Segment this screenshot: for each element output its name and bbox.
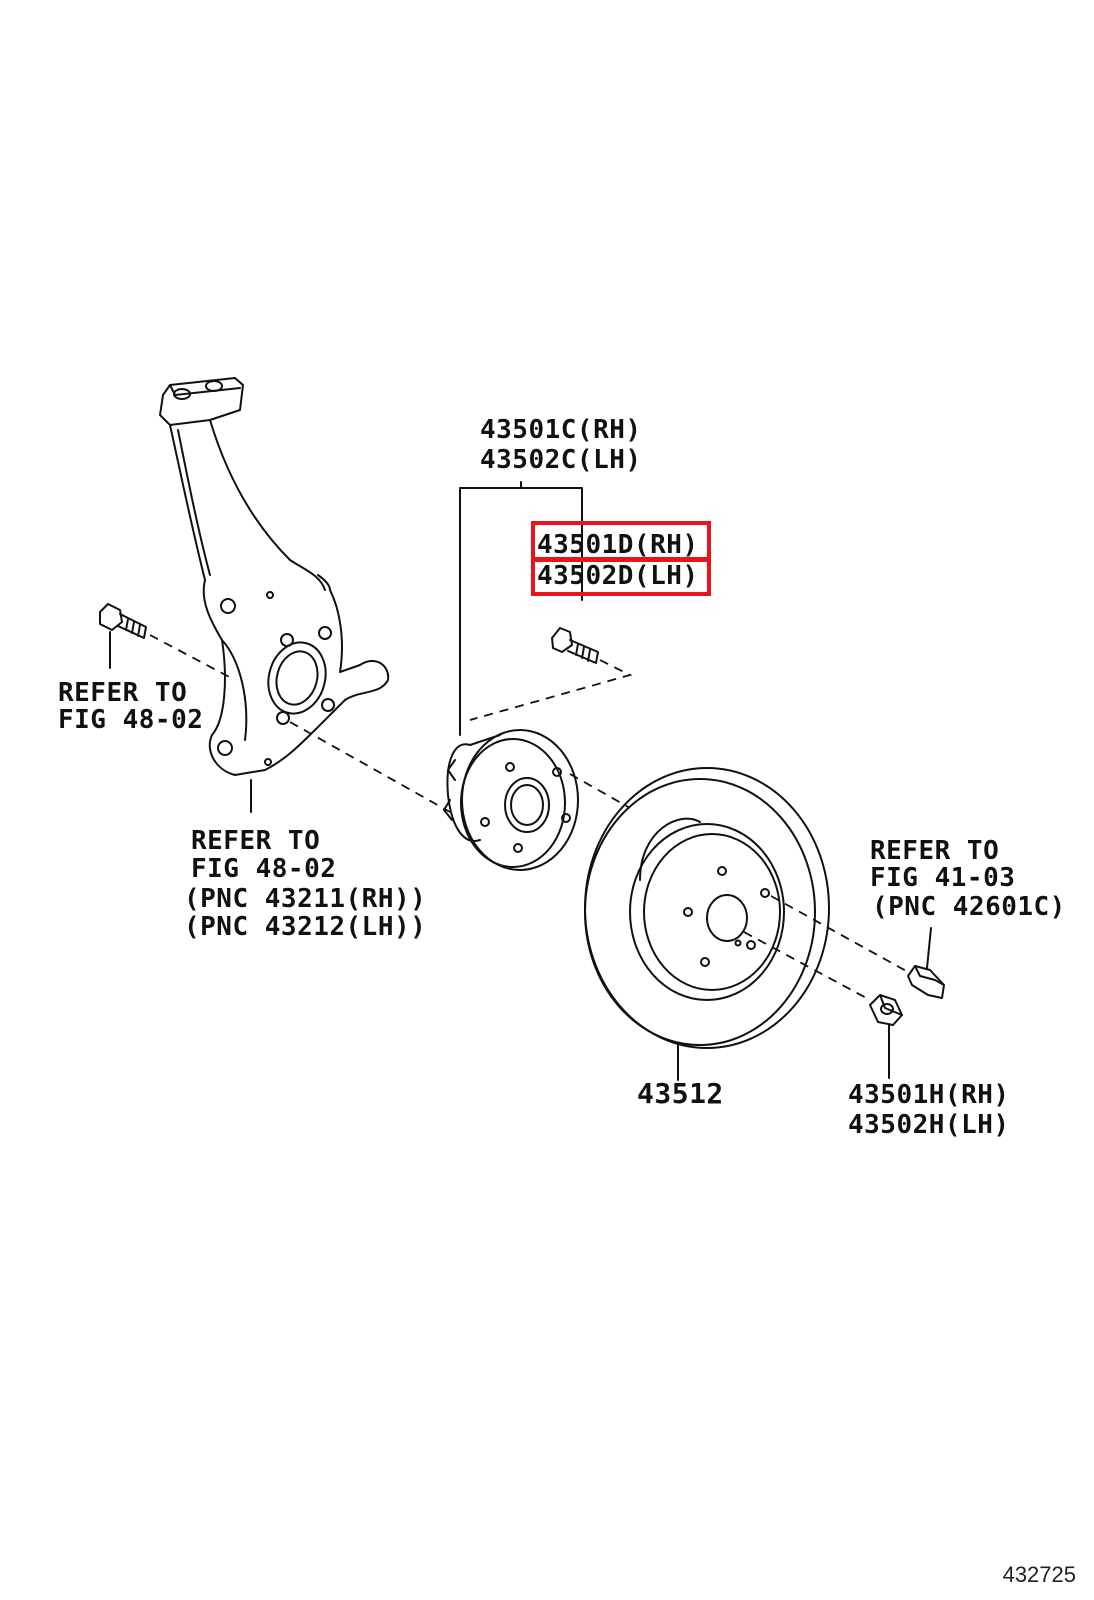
steering-knuckle (159, 377, 390, 813)
hub-bearing (443, 729, 579, 871)
knuckle-pnc-lh-label: (PNC 43212(LH)) (184, 912, 427, 942)
hub-lh-label: 43502C(LH) (480, 445, 642, 475)
assembly-lines (149, 634, 909, 1001)
wheel-nut (907, 927, 945, 999)
wheelnut-refer-label: REFER TO (870, 836, 1000, 866)
bolt-fig-label: FIG 48-02 (58, 705, 204, 735)
hub-rh-label: 43501C(RH) (480, 415, 642, 445)
nut-lh-label: 43502H(LH) (848, 1110, 1010, 1140)
stud-rh-label: 43501D(RH) (537, 530, 699, 560)
highlight-box-stud-rh (531, 521, 711, 561)
knuckle-refer-label: REFER TO (191, 826, 321, 856)
rotor-label: 43512 (637, 1077, 724, 1110)
bolt-refer-label: REFER TO (58, 678, 188, 708)
nut-rh-label: 43501H(RH) (848, 1080, 1010, 1110)
knuckle-bolt (99, 603, 147, 669)
hub-bracket-leader (459, 481, 583, 736)
hub-stud (551, 627, 599, 664)
wheelnut-pnc-label: (PNC 42601C) (872, 892, 1066, 922)
knuckle-fig-label: FIG 48-02 (191, 854, 337, 884)
brake-rotor (584, 767, 830, 1081)
knuckle-pnc-rh-label: (PNC 43211(RH)) (184, 884, 427, 914)
stud-lh-label: 43502D(LH) (537, 561, 699, 591)
highlight-box-stud-lh (531, 558, 711, 596)
wheelnut-fig-label: FIG 41-03 (870, 863, 1016, 893)
figure-id: 432725 (1002, 1562, 1076, 1587)
hub-nut (869, 994, 903, 1079)
